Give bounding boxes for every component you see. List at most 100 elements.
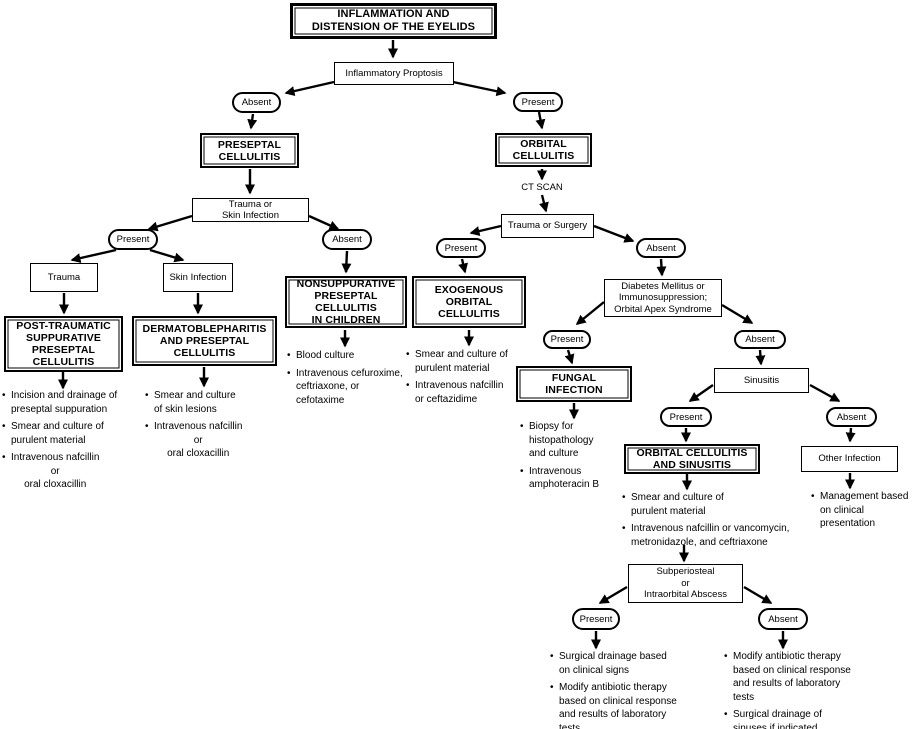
arrow-trauma-surgery-to-absent (593, 224, 635, 243)
list-item: • Intravenous nafcillin or oral cloxacill… (145, 420, 280, 461)
treatment-list-exogenous: •Smear and culture of purulent material … (406, 348, 531, 410)
list-item: •Intravenous nafcillin or vancomycin, me… (622, 522, 797, 549)
bullet-dot: • (550, 651, 554, 662)
pill-trauma-surgery-absent: Absent (636, 238, 686, 258)
arrow-absent-to-other-infection (845, 427, 856, 443)
node-nonsuppurative: NONSUPPURATIVE PRESEPTAL CELLULITIS IN C… (285, 276, 407, 328)
arrow-abscess-to-absent (743, 585, 773, 605)
list-item: • Smear and culture of purulent material (622, 491, 797, 518)
pill-sinusitis-present: Present (660, 407, 712, 427)
bullet-dot: • (145, 421, 149, 432)
bullet-text: Modify antibiotic therapy based on clini… (733, 651, 851, 703)
list-item: • Intravenous amphoteracin B (520, 465, 635, 492)
arrow-absent-to-sinusitis (755, 349, 766, 366)
bullet-dot: • (145, 390, 149, 401)
bullet-text: Biopsy for histopathology and culture (529, 421, 594, 459)
treatment-list-abscess-present: • Surgical drainage based on clinical sig… (550, 650, 700, 729)
bullet-text: Intravenous nafcillin or oral cloxacilli… (154, 421, 243, 459)
pill-diabetes-present: Present (543, 330, 591, 349)
node-post-traumatic: POST-TRAUMATIC SUPPURATIVE PRESEPTAL CEL… (4, 316, 123, 372)
arrow-proptosis-to-absent (284, 80, 335, 96)
node-inflammatory-proptosis: Inflammatory Proptosis (334, 62, 454, 85)
list-item: •Intravenous cefuroxime, ceftriaxone, or… (287, 367, 412, 408)
treatment-list-nonsuppurative: •Blood culture •Intravenous cefuroxime, … (287, 349, 412, 411)
arrow-sinusitis-to-present (688, 384, 714, 402)
arrow-diabetes-to-absent (721, 303, 754, 325)
bullet-text: Management based on clinical presentatio… (820, 491, 909, 529)
arrow-trauma-skin-to-present (147, 214, 193, 232)
arrow-proptosis-to-present (452, 80, 507, 97)
bullet-text: Intravenous nafcillin or oral cloxacilli… (11, 452, 100, 490)
bullet-dot: • (550, 682, 554, 693)
bullet-dot: • (520, 465, 524, 477)
node-exogenous: EXOGENOUS ORBITAL CELLULITIS (412, 276, 526, 328)
arrow-ctscan-to-trauma-surgery (539, 194, 549, 213)
bullet-dot: • (287, 350, 291, 361)
list-item: • Intravenous nafcillin or ceftazidime (406, 379, 531, 406)
pill-diabetes-absent: Absent (734, 330, 786, 349)
treatment-list-dermatoblepharitis: • Smear and culture of skin lesions • Intr… (145, 389, 280, 465)
bullet-dot: • (406, 380, 410, 391)
node-preseptal-cellulitis: PRESEPTAL CELLULITIS (200, 133, 299, 168)
node-other-infection: Other Infection (801, 446, 898, 472)
bullet-text: Intravenous nafcillin or ceftazidime (415, 380, 504, 405)
list-item: • Smear and culture of skin lesions (145, 389, 280, 416)
pill-abscess-present: Present (572, 608, 620, 630)
list-item: • Intravenous nafcillin or oral cloxacill… (2, 451, 137, 492)
bullet-text: Blood culture (296, 350, 355, 361)
bullet-dot: • (724, 651, 728, 662)
arrow-present-to-orbital (535, 111, 546, 130)
node-trauma-or-skin-infection: Trauma or Skin Infection (192, 198, 309, 222)
treatment-list-other-infection: • Management based on clinical presentati… (811, 490, 916, 535)
list-item: • Blood culture (287, 349, 412, 363)
bullet-text: Intravenous amphoteracin B (529, 465, 600, 491)
pill-sinusitis-absent: Absent (826, 407, 877, 427)
bullet-dot: • (406, 349, 410, 360)
arrow-present-to-trauma (70, 248, 117, 263)
bullet-text: Modify antibiotic therapy based on clini… (559, 682, 677, 729)
bullet-dot: • (2, 452, 6, 463)
arrow-present-to-fungal (564, 349, 575, 365)
pill-abscess-absent: Absent (758, 608, 808, 630)
list-item: • Smear and culture of purulent material (406, 348, 531, 375)
arrow-trauma-surgery-to-present (469, 224, 502, 236)
bullet-text: Smear and culture of purulent material (631, 492, 724, 517)
node-fungal-infection: FUNGAL INFECTION (516, 366, 632, 402)
node-title: INFLAMMATION AND DISTENSION OF THE EYELI… (290, 3, 497, 39)
bullet-dot: • (520, 421, 524, 432)
arrow-present-to-exogenous (458, 258, 468, 274)
list-item: •Surgical drainage of sinuses if indicat… (724, 708, 879, 729)
pill-proptosis-present: Present (513, 92, 563, 112)
bullet-dot: • (2, 421, 6, 432)
treatment-list-abscess-absent: • Modify antibiotic therapy based on clin… (724, 650, 879, 729)
bullet-text: Surgical drainage based on clinical sign… (559, 651, 667, 676)
arrow-absent-to-diabetes (656, 258, 667, 277)
arrow-trauma-skin-to-absent (308, 214, 340, 231)
bullet-text: Intravenous nafcillin or vancomycin, met… (631, 523, 790, 548)
list-item: • Modify antibiotic therapy based on clin… (550, 681, 700, 729)
bullet-dot: • (622, 492, 626, 503)
list-item: • Management based on clinical presentati… (811, 490, 916, 531)
list-item: • Modify antibiotic therapy based on clin… (724, 650, 879, 704)
treatment-list-post-traumatic: •Incision and drainage of preseptal supp… (2, 389, 137, 496)
arrow-diabetes-to-present (575, 301, 605, 325)
bullet-text: Intravenous cefuroxime, ceftriaxone, or … (296, 367, 403, 406)
list-item: • Biopsy for histopathology and culture (520, 420, 635, 461)
label-ct-scan: CT SCAN (512, 181, 572, 194)
node-orbital-cellulitis-sinusitis: ORBITAL CELLULITIS AND SINUSITIS (624, 444, 760, 474)
list-item: •Smear and culture of purulent material (2, 420, 137, 447)
pill-trauma-skin-present: Present (108, 229, 158, 250)
node-orbital-cellulitis: ORBITAL CELLULITIS (495, 133, 592, 167)
arrow-sinusitis-to-absent (809, 383, 841, 403)
bullet-dot: • (811, 491, 815, 502)
bullet-text: Smear and culture of skin lesions (154, 390, 236, 415)
arrow-abscess-to-present (598, 585, 628, 605)
node-trauma: Trauma (30, 263, 98, 292)
list-item: •Incision and drainage of preseptal supp… (2, 389, 137, 416)
bullet-text: Smear and culture of purulent material (415, 349, 508, 374)
node-trauma-or-surgery: Trauma or Surgery (501, 214, 594, 238)
treatment-list-fungal: • Biopsy for histopathology and culture •… (520, 420, 635, 496)
arrow-absent-to-nonsuppurative (341, 250, 352, 274)
node-dermatoblepharitis: DERMATOBLEPHARITIS AND PRESEPTAL CELLULI… (132, 316, 277, 366)
